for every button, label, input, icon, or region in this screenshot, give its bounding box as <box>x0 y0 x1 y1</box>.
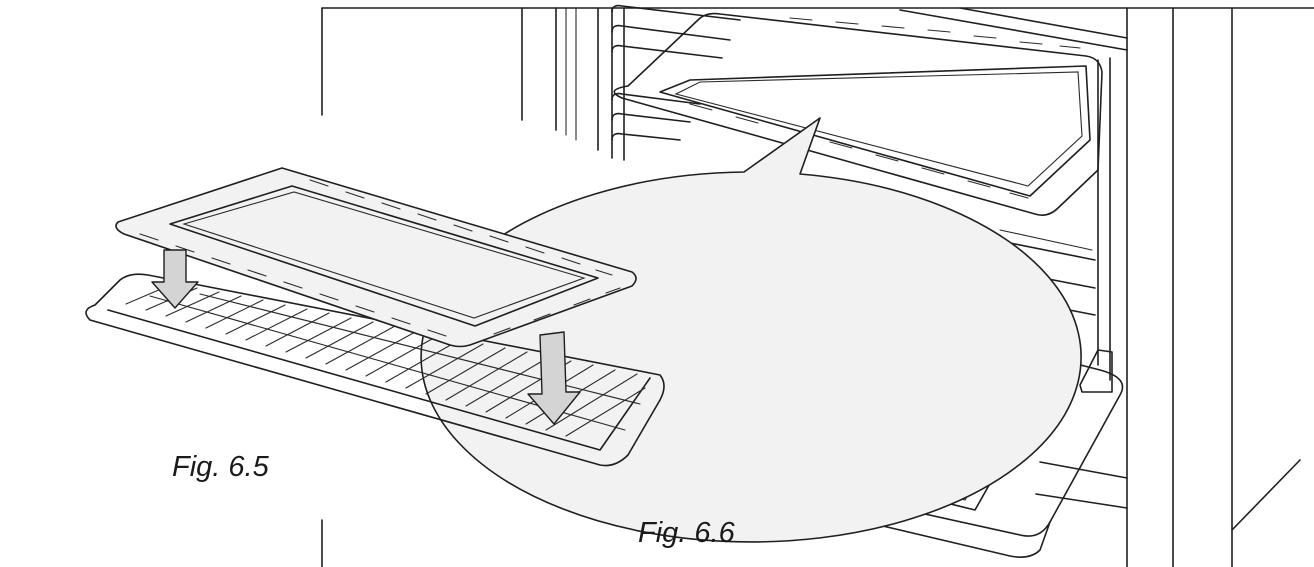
figure-label-oven: Fig. 6.6 <box>638 517 735 549</box>
down-arrow-icon <box>527 331 581 425</box>
detail-tray <box>115 167 637 348</box>
oven-tray <box>613 12 1103 216</box>
detail-callout-bubble <box>420 117 1082 543</box>
down-arrow-icon <box>151 249 199 309</box>
oven-side-rails <box>611 4 1128 393</box>
oven-cabinet <box>321 7 1314 567</box>
figure-label-detail: Fig. 6.5 <box>172 451 269 483</box>
wire-rack <box>85 273 665 467</box>
